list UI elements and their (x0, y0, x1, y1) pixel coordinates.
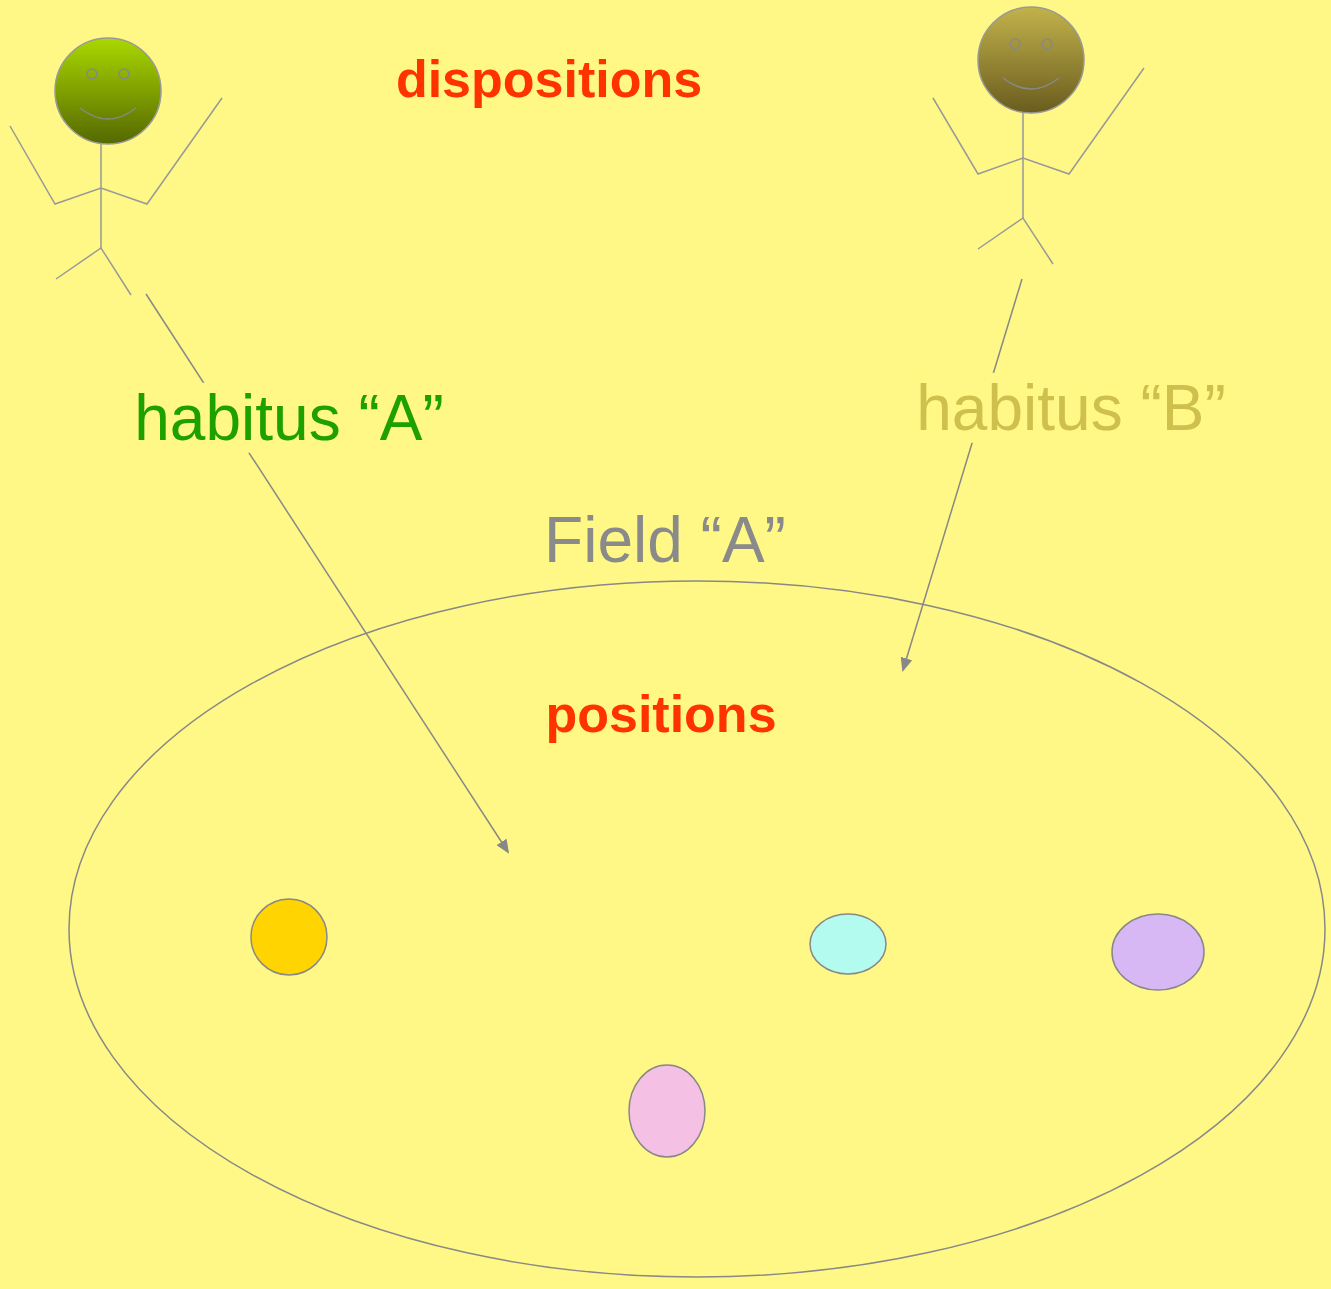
stick-figure (10, 38, 222, 295)
positions-label: positions (541, 686, 780, 743)
field-ellipse: Field “A”positions (69, 581, 1325, 1277)
field-title: Field “A” (540, 505, 790, 575)
position-dot (251, 899, 327, 975)
stick-figure (933, 7, 1144, 264)
position-dot (1112, 914, 1204, 990)
habitus-label: habitus “B” (912, 373, 1229, 443)
dispositions-label: dispositions (392, 51, 706, 108)
position-dot (810, 914, 886, 974)
habitus-arrow (903, 279, 1022, 670)
position-dot (629, 1065, 705, 1157)
habitus-label: habitus “A” (130, 383, 447, 453)
ellipse-outline (69, 581, 1325, 1277)
habitus-arrow (146, 294, 508, 852)
